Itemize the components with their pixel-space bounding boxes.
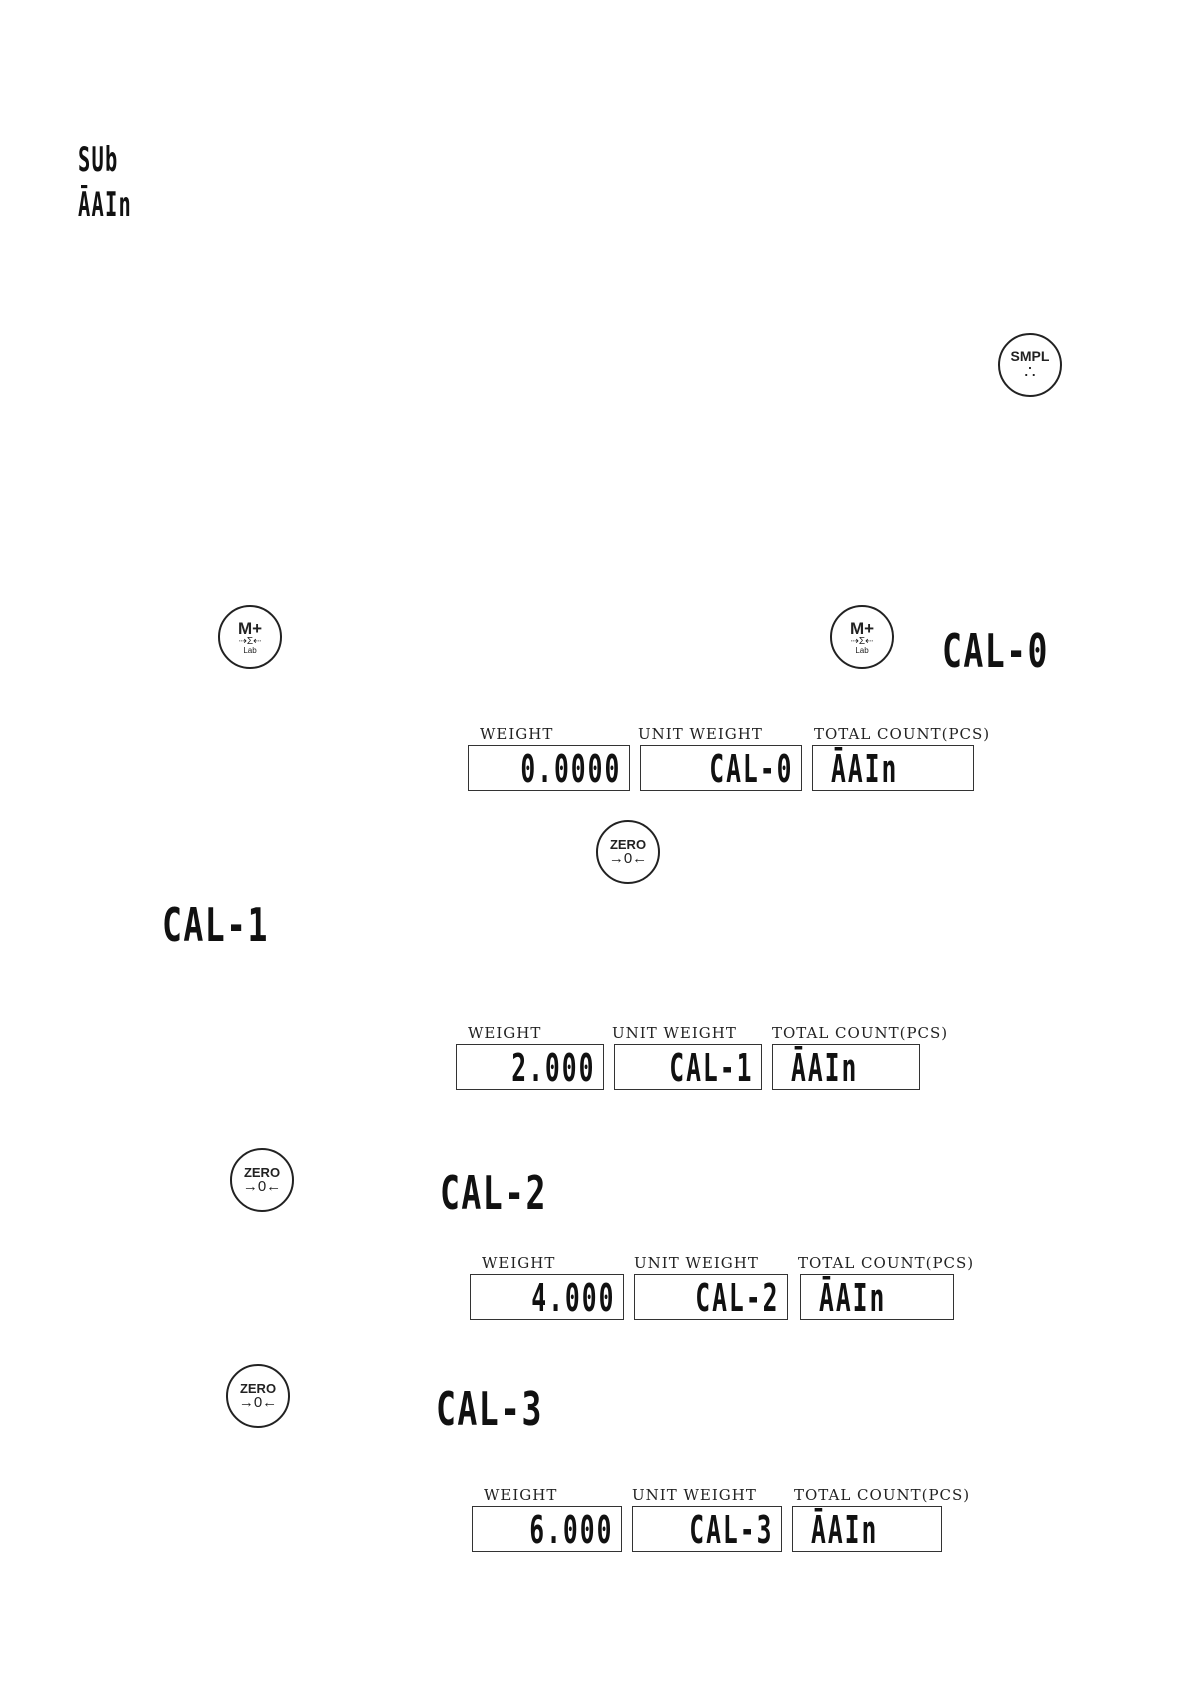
weight-header: WEIGHT — [480, 725, 554, 743]
lab-label: Lab — [243, 645, 257, 655]
display-panel-2: WEIGHT UNIT WEIGHT TOTAL COUNT(PCS) 2.00… — [456, 1024, 956, 1094]
unit-weight-display: CAL-2 — [634, 1274, 788, 1320]
smpl-button[interactable]: SMPL ∴ — [998, 333, 1062, 397]
total-count-header: TOTAL COUNT(PCS) — [794, 1486, 971, 1504]
weight-display: 2.000 — [456, 1044, 604, 1090]
weight-display: 0.0000 — [468, 745, 630, 791]
unit-weight-display: CAL-0 — [640, 745, 802, 791]
lab-label: Lab — [855, 645, 869, 655]
sigma-arrows-icon: ⇢Σ⇠ — [238, 635, 262, 647]
cal2-code: CAL-2 — [440, 1166, 547, 1220]
total-count-display: ĀAIn — [812, 745, 974, 791]
total-count-display: ĀAIn — [800, 1274, 954, 1320]
zero-arrows-icon: →0← — [608, 850, 648, 867]
zero-arrows-icon: →0← — [242, 1178, 282, 1195]
weight-header: WEIGHT — [468, 1024, 542, 1042]
unit-weight-header: UNIT WEIGHT — [612, 1024, 737, 1042]
zero-button-3[interactable]: ZERO →0← — [226, 1364, 290, 1428]
weight-header: WEIGHT — [482, 1254, 556, 1272]
zero-label: ZERO — [243, 1165, 281, 1180]
unit-weight-header: UNIT WEIGHT — [634, 1254, 759, 1272]
mplus-button[interactable]: M+ ⇢Σ⇠ Lab — [218, 605, 282, 669]
dots-icon: ∴ — [1024, 362, 1036, 382]
weight-display: 6.000 — [472, 1506, 622, 1552]
zero-label: ZERO — [609, 837, 647, 852]
unit-weight-display: CAL-3 — [632, 1506, 782, 1552]
zero-arrows-icon: →0← — [238, 1394, 278, 1411]
zero-label: ZERO — [239, 1381, 277, 1396]
total-count-display: ĀAIn — [792, 1506, 942, 1552]
mplus-label: M+ — [849, 618, 875, 638]
smpl-label: SMPL — [1010, 348, 1050, 364]
unit-weight-header: UNIT WEIGHT — [632, 1486, 757, 1504]
weight-header: WEIGHT — [484, 1486, 558, 1504]
zero-button-2[interactable]: ZERO →0← — [230, 1148, 294, 1212]
cal3-code: CAL-3 — [436, 1382, 543, 1436]
sub-code: SUb — [78, 140, 119, 180]
display-panel-3: WEIGHT UNIT WEIGHT TOTAL COUNT(PCS) 4.00… — [470, 1254, 973, 1324]
total-count-display: ĀAIn — [772, 1044, 920, 1090]
total-count-header: TOTAL COUNT(PCS) — [798, 1254, 975, 1272]
total-count-header: TOTAL COUNT(PCS) — [772, 1024, 949, 1042]
mplus-label: M+ — [237, 618, 263, 638]
unit-weight-header: UNIT WEIGHT — [638, 725, 763, 743]
mplus-button-2[interactable]: M+ ⇢Σ⇠ Lab — [830, 605, 894, 669]
cal0-code: CAL-0 — [942, 624, 1049, 678]
main-code: ĀAIn — [78, 185, 132, 225]
display-panel-1: WEIGHT UNIT WEIGHT TOTAL COUNT(PCS) 0.00… — [468, 725, 989, 795]
display-panel-4: WEIGHT UNIT WEIGHT TOTAL COUNT(PCS) 6.00… — [472, 1486, 972, 1556]
sigma-arrows-icon: ⇢Σ⇠ — [850, 635, 874, 647]
zero-button[interactable]: ZERO →0← — [596, 820, 660, 884]
cal1-code: CAL-1 — [162, 898, 269, 952]
total-count-header: TOTAL COUNT(PCS) — [814, 725, 991, 743]
unit-weight-display: CAL-1 — [614, 1044, 762, 1090]
weight-display: 4.000 — [470, 1274, 624, 1320]
